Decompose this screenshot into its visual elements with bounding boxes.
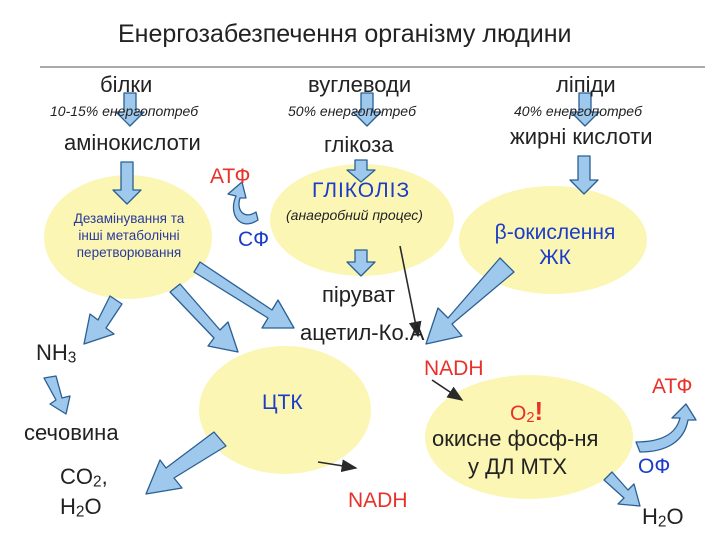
arrow-nadh-oxphos [431, 379, 464, 401]
label-anaerobic: (анаеробний процес) [286, 207, 423, 223]
arrow-deamination-acetyl [193, 261, 295, 329]
share-carbs: 50% енергопотреб [288, 103, 416, 119]
label-oxphos: окисне фосф-ня [432, 426, 599, 451]
label-pyruvate: піруват [322, 282, 396, 307]
share-lipids: 40% енергопотреб [514, 103, 642, 119]
label-tca: ЦТК [262, 391, 303, 414]
arrow-lipids-fatty [570, 92, 600, 127]
tca-ellipse [199, 346, 371, 474]
label-h2o-left: H2O [60, 494, 102, 521]
label-co2: CO2, [60, 464, 108, 491]
label-sf: СФ [238, 228, 270, 251]
arrow-tca-co2 [145, 431, 227, 495]
label-fatty-acids: жирні кислоти [510, 124, 653, 149]
label-nadh-bottom: NADH [348, 489, 408, 512]
arrow-tca-nadh [317, 459, 358, 473]
label-of: ОФ [638, 455, 671, 478]
arrow-deamination-tca [169, 283, 239, 353]
arrow-fatty-beta [569, 155, 599, 195]
deamination-ellipse [44, 175, 212, 299]
share-proteins: 10-15% енергопотреб [50, 103, 199, 119]
page-title: Енергозабезпечення організму людини [118, 20, 572, 48]
arrow-glucose-glycolysis [346, 159, 376, 183]
label-atp-right: АТФ [652, 375, 693, 398]
glycolysis-ellipse [270, 164, 454, 276]
label-o2: O2! [510, 396, 544, 427]
label-h2o-right: H2O [642, 504, 684, 531]
oxphos-ellipse [425, 375, 633, 499]
label-nh3: NH3 [36, 340, 77, 367]
deamination-text: Дезамінування та інші метаболічні перетв… [73, 211, 185, 260]
arrow-nh3-urea [43, 375, 71, 415]
label-atp-glycolysis: АТФ [210, 165, 251, 188]
arrow-proteins-amino [115, 92, 145, 127]
label-urea: сечовина [24, 420, 119, 445]
arrow-of-atp [635, 403, 697, 453]
label-proteins: білки [100, 72, 153, 97]
label-glucose: глікоза [324, 132, 394, 157]
label-glycolysis: ГЛІКОЛІЗ [312, 179, 411, 202]
label-mitochondria: у ДЛ МТХ [468, 454, 567, 479]
arrow-deamination-nh3 [83, 295, 123, 345]
arrow-atp-sf [227, 181, 259, 225]
label-nadh-top: NADH [424, 357, 484, 380]
label-lipids: ліпіди [556, 72, 616, 97]
arrow-glycolysis-acetyl [399, 245, 422, 338]
arrow-carbs-glucose [352, 92, 382, 127]
label-acetyl-coa: ацетил-Ко.А [300, 320, 425, 345]
beta-oxidation-text: β-окислення ЖК [494, 221, 616, 269]
arrow-beta-acetyl [425, 257, 515, 345]
arrow-oxphos-h2o [603, 471, 641, 507]
label-amino-acids: амінокислоти [64, 130, 201, 155]
arrow-amino-deamination [112, 161, 142, 205]
label-carbs: вуглеводи [308, 72, 412, 97]
arrow-glycolysis-pyruvate [346, 249, 376, 277]
